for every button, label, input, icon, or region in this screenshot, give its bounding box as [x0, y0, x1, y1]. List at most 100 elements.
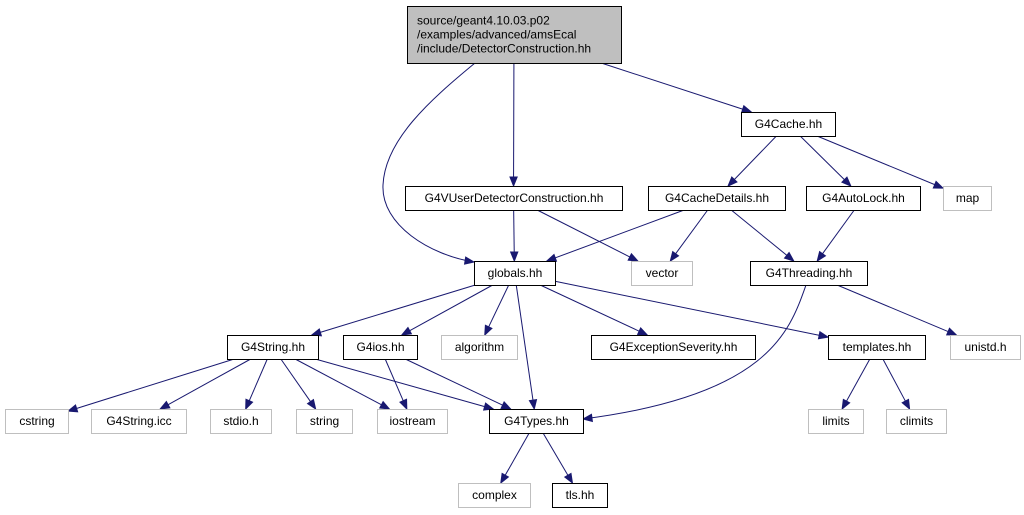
- edge-g4vuser-to-vector: [536, 209, 631, 258]
- node-box-g4cachedetails: [648, 186, 786, 211]
- node-g4exception[interactable]: G4ExceptionSeverity.hh: [591, 335, 756, 360]
- node-box-templates: [828, 335, 926, 360]
- node-map: map: [943, 186, 992, 211]
- node-label-root-line-2: /examples/advanced/amsEcal: [417, 28, 576, 42]
- edge-globals-to-algorithm: [487, 284, 510, 329]
- edge-g4threading-to-unistd: [836, 284, 950, 333]
- node-box-string: [296, 409, 353, 434]
- edge-g4threading-to-unistd-arrowhead: [945, 327, 958, 336]
- node-g4cachedetails[interactable]: G4CacheDetails.hh: [648, 186, 786, 211]
- node-g4types[interactable]: G4Types.hh: [489, 409, 584, 434]
- edge-root-to-globals-arrowhead: [463, 256, 476, 265]
- node-g4string[interactable]: G4String.hh: [227, 335, 319, 360]
- edge-g4threading-to-g4types-arrowhead: [581, 413, 593, 423]
- node-stdio: stdio.h: [210, 409, 272, 434]
- node-label-limits: limits: [822, 414, 849, 428]
- edge-g4cache-to-g4autolock: [799, 135, 846, 181]
- node-box-g4cache: [741, 112, 836, 137]
- node-label-g4string: G4String.hh: [241, 340, 305, 354]
- node-box-limits: [808, 409, 864, 434]
- node-box-map: [943, 186, 992, 211]
- edge-globals-to-g4exception: [539, 284, 641, 333]
- edge-g4ios-to-iostream-arrowhead: [399, 398, 408, 411]
- node-box-g4string: [227, 335, 319, 360]
- node-g4threading[interactable]: G4Threading.hh: [750, 261, 868, 286]
- node-unistd: unistd.h: [950, 335, 1021, 360]
- edge-g4cache-to-g4cachedetails: [733, 135, 777, 181]
- node-label-root-line-1: source/geant4.10.03.p02: [417, 14, 550, 28]
- edge-g4string-to-string-arrowhead: [306, 398, 317, 411]
- edge-g4string-to-iostream: [294, 358, 383, 406]
- edge-g4ios-to-g4types: [405, 358, 504, 407]
- node-root[interactable]: source/geant4.10.03.p02/examples/advance…: [407, 6, 622, 64]
- node-label-g4types: G4Types.hh: [504, 414, 569, 428]
- edge-g4cache-to-g4cachedetails-arrowhead: [727, 176, 738, 187]
- edge-templates-to-limits: [845, 358, 871, 403]
- edge-globals-to-g4types: [515, 284, 534, 402]
- node-cstring: cstring: [5, 409, 69, 434]
- edge-g4cachedetails-to-globals-arrowhead: [545, 253, 558, 262]
- node-label-g4exception: G4ExceptionSeverity.hh: [610, 340, 738, 354]
- edge-g4string-to-stdio-arrowhead: [245, 398, 254, 411]
- node-g4stringicc: G4String.icc: [91, 409, 187, 434]
- node-climits: climits: [886, 409, 947, 434]
- edge-g4vuser-to-globals-arrowhead: [509, 251, 519, 263]
- node-templates[interactable]: templates.hh: [828, 335, 926, 360]
- edge-g4string-to-iostream-arrowhead: [378, 400, 391, 410]
- node-box-g4types: [489, 409, 584, 434]
- node-box-g4autolock: [806, 186, 921, 211]
- node-limits: limits: [808, 409, 864, 434]
- node-box-cstring: [5, 409, 69, 434]
- node-string: string: [296, 409, 353, 434]
- edge-globals-to-g4ios: [408, 284, 493, 332]
- node-tls[interactable]: tls.hh: [552, 483, 608, 508]
- edge-g4cachedetails-to-vector-arrowhead: [669, 250, 680, 263]
- node-g4ios[interactable]: G4ios.hh: [343, 335, 418, 360]
- node-g4cache[interactable]: G4Cache.hh: [741, 112, 836, 137]
- edge-globals-to-g4ios-arrowhead: [400, 326, 413, 336]
- node-vector: vector: [631, 261, 693, 286]
- node-box-stdio: [210, 409, 272, 434]
- node-label-root-line-3: /include/DetectorConstruction.hh: [417, 42, 591, 56]
- node-label-g4autolock: G4AutoLock.hh: [822, 191, 905, 205]
- edges-layer: [66, 62, 958, 485]
- edge-g4cachedetails-to-g4threading-arrowhead: [783, 251, 795, 262]
- node-label-vector: vector: [646, 266, 679, 280]
- node-box-tls: [552, 483, 608, 508]
- edge-templates-to-climits: [882, 358, 907, 403]
- node-globals[interactable]: globals.hh: [474, 261, 556, 286]
- node-box-root: [407, 6, 622, 64]
- node-box-g4vuser: [405, 186, 623, 211]
- edge-g4autolock-to-g4threading: [821, 209, 855, 255]
- node-label-algorithm: algorithm: [455, 340, 504, 354]
- node-label-cstring: cstring: [19, 414, 54, 428]
- edge-g4vuser-to-vector-arrowhead: [627, 252, 640, 262]
- node-box-g4threading: [750, 261, 868, 286]
- edge-globals-to-templates-arrowhead: [817, 330, 830, 340]
- node-box-g4ios: [343, 335, 418, 360]
- edge-g4string-to-g4types-arrowhead: [482, 402, 495, 411]
- node-box-climits: [886, 409, 947, 434]
- edge-g4cache-to-map: [816, 135, 936, 186]
- edge-g4string-to-cstring: [75, 358, 235, 410]
- node-g4vuser[interactable]: G4VUserDetectorConstruction.hh: [405, 186, 623, 211]
- node-box-iostream: [377, 409, 448, 434]
- node-label-map: map: [956, 191, 980, 205]
- node-label-g4ios: G4ios.hh: [356, 340, 404, 354]
- node-box-g4exception: [591, 335, 756, 360]
- node-label-templates: templates.hh: [843, 340, 912, 354]
- edge-root-to-g4cache-arrowhead: [740, 104, 753, 114]
- edge-g4string-to-g4types: [315, 358, 486, 408]
- edge-g4cache-to-g4autolock-arrowhead: [841, 176, 852, 187]
- edge-g4ios-to-g4types-arrowhead: [500, 401, 512, 410]
- node-box-unistd: [950, 335, 1021, 360]
- node-box-complex: [458, 483, 531, 508]
- node-label-g4cache: G4Cache.hh: [755, 117, 822, 131]
- edge-globals-to-templates: [554, 280, 821, 336]
- edge-globals-to-algorithm-arrowhead: [484, 324, 493, 337]
- node-g4autolock[interactable]: G4AutoLock.hh: [806, 186, 921, 211]
- nodes-layer: source/geant4.10.03.p02/examples/advance…: [5, 6, 1021, 508]
- edge-globals-to-g4types-arrowhead: [528, 398, 538, 411]
- edge-root-to-g4vuser-arrowhead: [509, 176, 518, 188]
